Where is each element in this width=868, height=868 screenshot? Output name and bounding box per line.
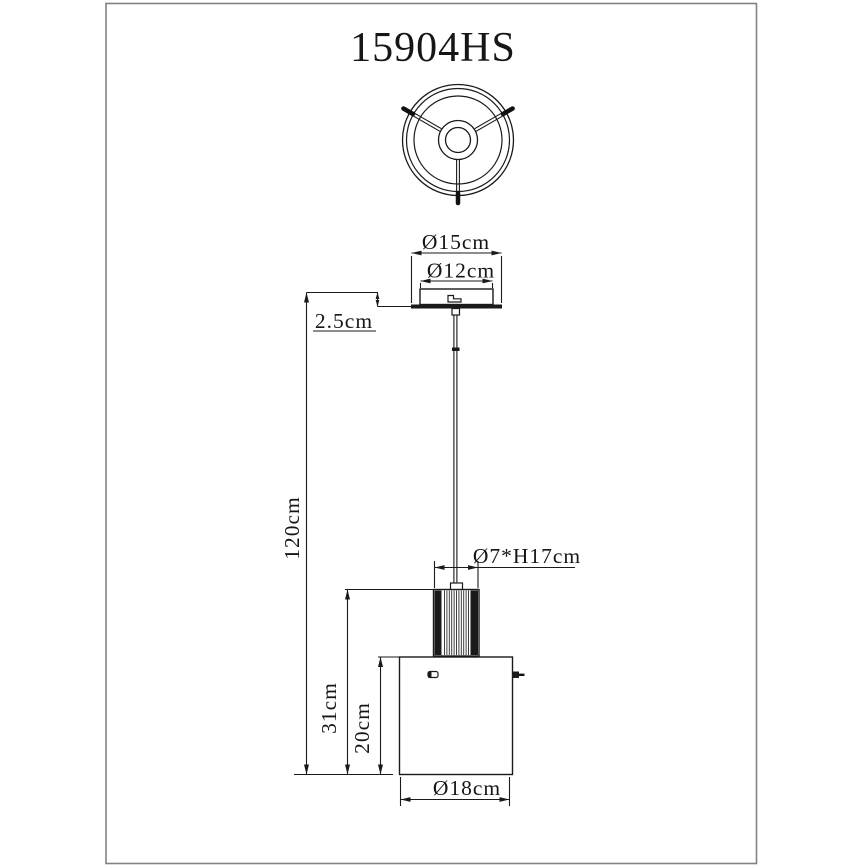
outer-ring-inner <box>405 87 511 193</box>
product-code: 15904HS <box>350 25 516 71</box>
shade-ring <box>413 95 503 185</box>
dim-canopy-body: Ø12cm <box>419 259 495 288</box>
dim-total-height: 120cm <box>280 292 309 775</box>
shade-outline <box>398 656 514 776</box>
ceiling-canopy <box>411 288 502 309</box>
dim-tube-label: Ø7*H17cm <box>473 544 581 568</box>
dim-shade-diameter-label: Ø18cm <box>433 776 501 800</box>
dim-canopy-body-label: Ø12cm <box>427 259 495 283</box>
lamp-shade <box>398 656 525 776</box>
dim-shade-diameter: Ø18cm <box>399 776 511 806</box>
ribbed-tube <box>432 588 480 657</box>
hub-outer <box>437 119 479 161</box>
spoke-upper-left <box>401 106 442 132</box>
dim-canopy-plate: Ø15cm <box>410 230 503 303</box>
suspension-wire <box>449 307 464 591</box>
spoke-bottom <box>455 159 461 206</box>
dim-total-height-label: 120cm <box>280 496 304 560</box>
spoke-upper-right <box>474 106 515 132</box>
dim-shade-height-label: 20cm <box>350 702 374 754</box>
spoke-screw-tip <box>500 106 515 117</box>
dim-tube: Ø7*H17cm <box>433 544 581 588</box>
canopy-plate <box>411 304 502 309</box>
dim-canopy-height-label: 2.5cm <box>315 309 373 333</box>
dim-canopy-height: 2.5cm <box>306 291 411 333</box>
wire-stem <box>451 307 461 316</box>
spoke-screw-tip <box>401 106 416 117</box>
mounting-bracket-icon <box>447 294 462 303</box>
dim-lower-height-label: 31cm <box>317 682 341 734</box>
rib-lines <box>444 590 469 655</box>
top-view <box>401 83 515 206</box>
tube-right-band <box>470 590 478 655</box>
dim-lower-height: 31cm <box>317 588 433 775</box>
hub-inner <box>444 126 472 154</box>
outer-ring-outer <box>401 83 515 197</box>
page-frame <box>105 2 758 865</box>
dim-canopy-plate-label: Ø15cm <box>422 230 490 254</box>
shade-side-knob <box>512 671 525 678</box>
shade-screw <box>427 670 439 679</box>
wire-joint <box>452 347 460 351</box>
tube-left-band <box>434 590 442 655</box>
dim-shade-height: 20cm <box>350 656 399 775</box>
